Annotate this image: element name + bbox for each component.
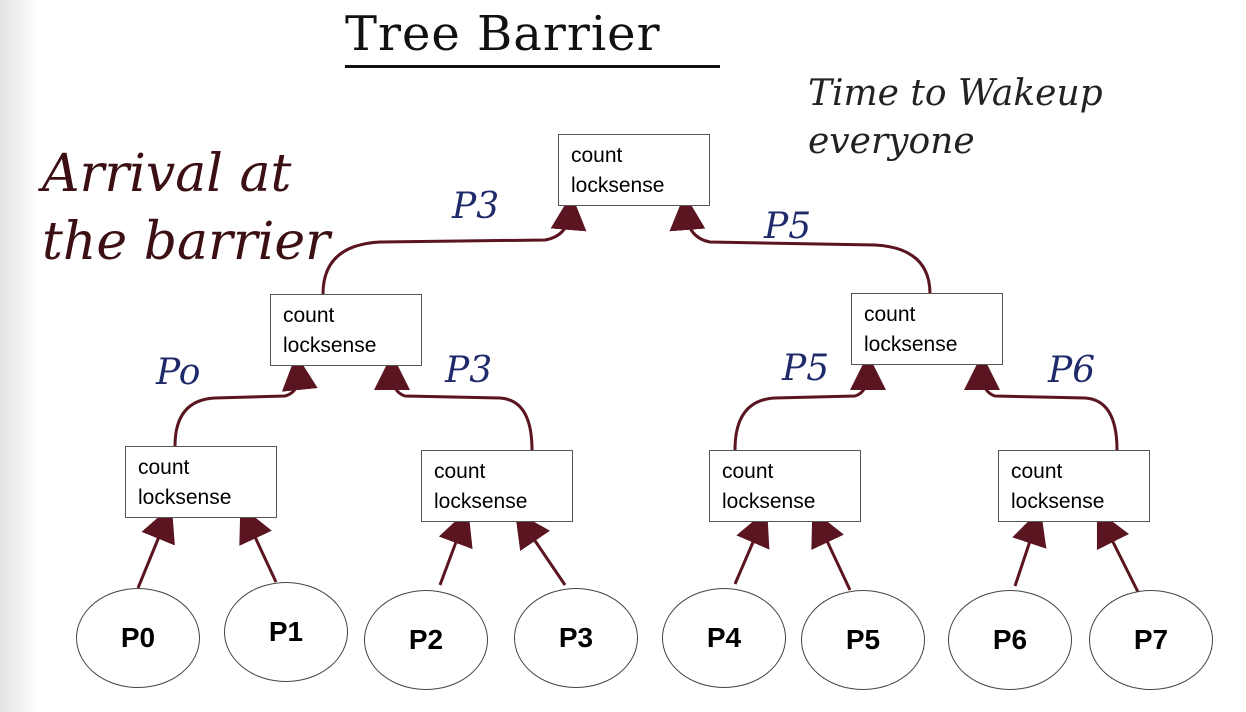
- processor-p7: P7: [1089, 590, 1213, 690]
- node-count-label: count: [138, 456, 190, 479]
- processor-p6: P6: [948, 590, 1072, 690]
- mid-left-node: count locksense: [270, 294, 422, 366]
- processor-p3: P3: [514, 588, 638, 688]
- arrow-p1-leaf1: [239, 505, 278, 583]
- leaf-node-4: count locksense: [998, 450, 1150, 522]
- arrow-p6-leaf4: [1012, 508, 1047, 587]
- arrow-p3-leaf2: [514, 511, 567, 586]
- leaf-node-2: count locksense: [421, 450, 573, 522]
- edge-label-root-left: P3: [452, 186, 500, 227]
- edge-label-mid-right-b: P6: [1048, 350, 1096, 391]
- root-node: count locksense: [558, 134, 710, 206]
- edge-label-mid-left-a: Po: [156, 352, 201, 393]
- edge-label-mid-right-a: P5: [782, 348, 830, 389]
- arrow-leaf2-midleft: [374, 354, 534, 451]
- node-locksense-label: locksense: [722, 490, 816, 513]
- processor-p0: P0: [76, 588, 200, 688]
- processor-p1: P1: [224, 582, 348, 682]
- wakeup-annotation: Time to Wakeup everyone: [808, 73, 1103, 162]
- mid-right-node: count locksense: [851, 293, 1003, 365]
- leaf-node-1: count locksense: [125, 446, 277, 518]
- edge-label-root-right: P5: [764, 206, 812, 247]
- arrow-leaf1-midleft: [173, 354, 318, 447]
- diagram-title: Tree Barrier: [345, 6, 661, 62]
- node-count-label: count: [722, 460, 774, 483]
- node-count-label: count: [283, 304, 335, 327]
- processor-p5: P5: [801, 590, 925, 690]
- arrow-leaf4-midright: [964, 354, 1119, 451]
- arrival-annotation: Arrival at the barrier: [42, 144, 330, 272]
- arrow-midright-root: [669, 194, 932, 295]
- arrow-p2-leaf2: [438, 509, 473, 586]
- arrow-p0-leaf1: [136, 505, 175, 589]
- node-locksense-label: locksense: [434, 490, 528, 513]
- arrow-p7-leaf4: [1096, 509, 1140, 593]
- node-locksense-label: locksense: [571, 174, 665, 197]
- node-count-label: count: [434, 460, 486, 483]
- arrow-leaf3-midright: [733, 354, 886, 451]
- processor-p2: P2: [364, 590, 488, 690]
- node-count-label: count: [864, 303, 916, 326]
- node-locksense-label: locksense: [138, 486, 232, 509]
- left-edge-shade: [0, 0, 40, 712]
- processor-p4: P4: [662, 588, 786, 688]
- arrow-p5-leaf3: [811, 509, 852, 591]
- node-count-label: count: [1011, 460, 1063, 483]
- node-count-label: count: [571, 144, 623, 167]
- title-underline: [345, 65, 720, 68]
- leaf-node-3: count locksense: [709, 450, 861, 522]
- node-locksense-label: locksense: [864, 333, 958, 356]
- arrow-p4-leaf3: [733, 509, 770, 585]
- node-locksense-label: locksense: [283, 334, 377, 357]
- arrow-midleft-root: [321, 194, 587, 295]
- node-locksense-label: locksense: [1011, 490, 1105, 513]
- edge-label-mid-left-b: P3: [445, 350, 493, 391]
